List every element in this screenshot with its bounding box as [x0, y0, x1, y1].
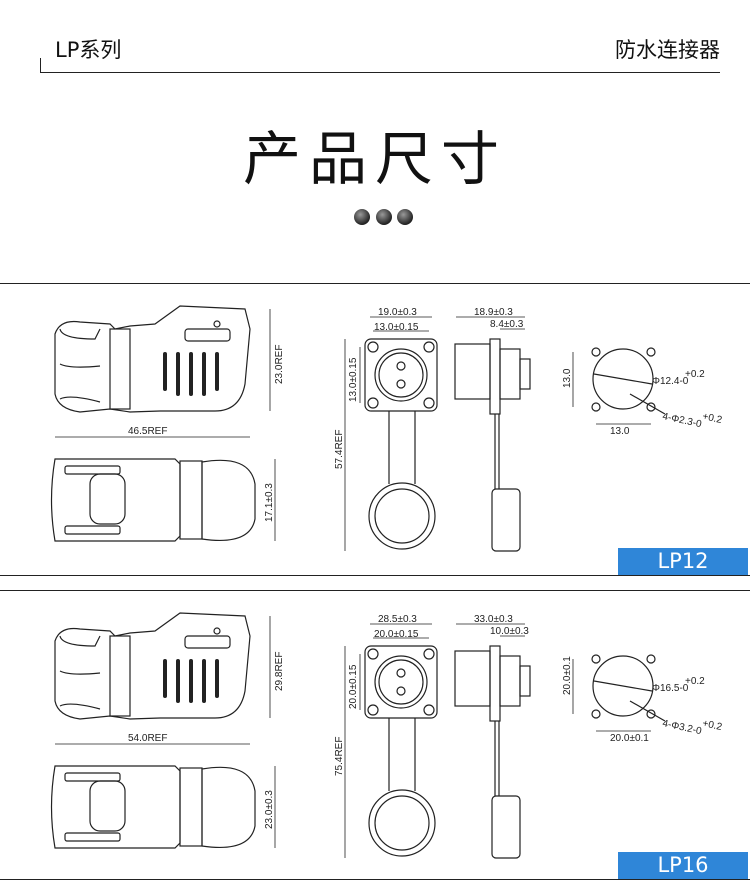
- dot-decoration: [376, 209, 392, 225]
- dimension-label: 4-Φ2.3-0: [661, 411, 703, 430]
- dimension-label: 57.4REF: [334, 430, 345, 469]
- dimension-label: 20.0±0.15: [348, 664, 359, 709]
- header-divider: [40, 72, 720, 73]
- section-lp12: 46.5REF 23.0REF 17.1±0.3 19.0±0.3 13.0±0…: [0, 283, 750, 576]
- panel-cutout-drawing: [591, 347, 666, 415]
- dimension-label: 46.5REF: [128, 426, 167, 437]
- bottom-view-drawing: [50, 458, 256, 542]
- dimension-label: 20.0±0.1: [562, 656, 573, 695]
- front-view-drawing: [364, 645, 438, 857]
- side-view-drawing: [54, 612, 251, 720]
- dimension-label: 13.0±0.15: [374, 322, 419, 333]
- series-label: LP系列: [55, 38, 122, 62]
- dimension-label: +0.2: [701, 411, 723, 426]
- dimension-label: 75.4REF: [334, 737, 345, 776]
- dimension-label: 29.8REF: [274, 652, 285, 691]
- dimension-label: 23.0REF: [274, 345, 285, 384]
- category-label: 防水连接器: [615, 38, 720, 62]
- dimension-label: 19.0±0.3: [378, 307, 417, 318]
- side-view-drawing: [54, 305, 251, 413]
- dimension-label: 4-Φ3.2-0: [661, 718, 703, 737]
- dimension-label: Φ16.5-0: [652, 683, 689, 694]
- dimension-label: 17.1±0.3: [264, 483, 275, 522]
- dimension-label: 54.0REF: [128, 733, 167, 744]
- dimension-label: 13.0: [610, 426, 630, 437]
- dimension-label: 8.4±0.3: [490, 319, 524, 330]
- section-lp16: 54.0REF 29.8REF 23.0±0.3 28.5±0.3 20.0±0…: [0, 590, 750, 880]
- side-section-drawing: [454, 338, 531, 552]
- dot-decoration: [397, 209, 413, 225]
- bottom-view-drawing: [50, 765, 256, 849]
- dimension-label: 23.0±0.3: [264, 790, 275, 829]
- dimension-label: +0.2: [685, 676, 705, 687]
- side-section-drawing: [454, 645, 531, 859]
- dot-decoration: [354, 209, 370, 225]
- model-label: LP16: [618, 852, 748, 879]
- dimension-label: 28.5±0.3: [378, 614, 417, 625]
- dimension-label: 10.0±0.3: [490, 626, 529, 637]
- dimension-label: 13.0±0.15: [348, 357, 359, 402]
- dimension-label: 13.0: [562, 368, 573, 388]
- dimension-label: 33.0±0.3: [474, 614, 513, 625]
- dimension-label: +0.2: [685, 369, 705, 380]
- model-label: LP12: [618, 548, 748, 575]
- dimension-label: 18.9±0.3: [474, 307, 513, 318]
- dimension-label: Φ12.4-0: [652, 376, 689, 387]
- dimension-label: 20.0±0.1: [610, 733, 649, 744]
- panel-cutout-drawing: [591, 654, 666, 722]
- dimension-label: +0.2: [701, 718, 723, 733]
- page-title: 产品尺寸: [242, 125, 507, 193]
- header-tick: [40, 58, 41, 72]
- dimension-label: 20.0±0.15: [374, 629, 419, 640]
- front-view-drawing: [364, 338, 438, 550]
